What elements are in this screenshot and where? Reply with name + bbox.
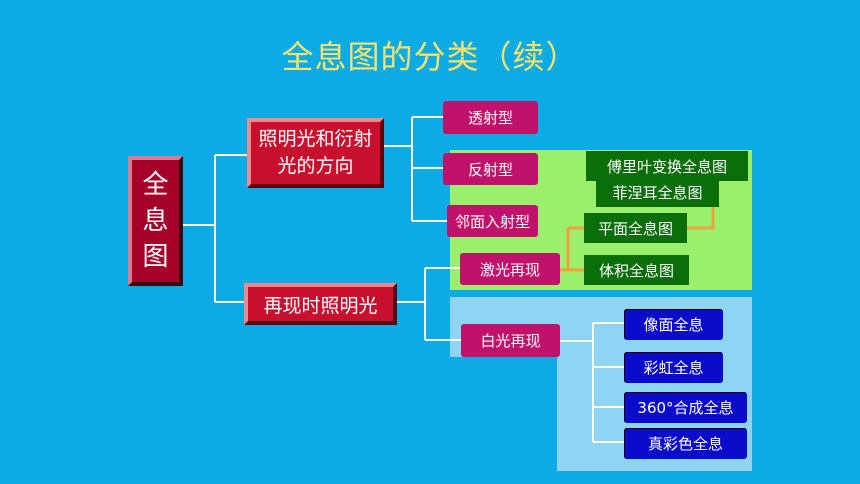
root-node: 全 息 图 — [128, 156, 183, 286]
laser-reproduction-node: 激光再现 — [460, 253, 560, 285]
white-light-reproduction-node: 白光再现 — [461, 324, 560, 357]
illumination-connector — [384, 116, 447, 222]
true-color-hologram-node: 真彩色全息 — [624, 428, 747, 459]
illumination-direction-node: 照明光和衍射光的方向 — [247, 118, 384, 188]
root-connector — [183, 154, 247, 303]
fresnel-link — [687, 207, 715, 230]
reproduction-light-node: 再现时照明光 — [244, 283, 397, 325]
plane-hologram-node: 平面全息图 — [584, 213, 687, 243]
transmission-type-node: 透射型 — [443, 101, 538, 134]
image-plane-hologram-node: 像面全息 — [624, 309, 723, 340]
fresnel-hologram-node: 菲涅耳全息图 — [596, 178, 719, 207]
synthetic-360-hologram-node: 360°合成全息 — [624, 392, 747, 423]
reflection-type-node: 反射型 — [443, 153, 538, 185]
rainbow-hologram-node: 彩虹全息 — [624, 352, 723, 383]
reproduction-connector — [397, 267, 461, 341]
edge-lit-type-node: 邻面入射型 — [447, 205, 538, 237]
page-title: 全息图的分类（续） — [281, 38, 579, 76]
white-connector — [560, 322, 624, 443]
laser-connector — [560, 226, 584, 272]
volume-hologram-node: 体积全息图 — [584, 255, 689, 285]
fourier-hologram-node: 傅里叶变换全息图 — [586, 151, 748, 181]
